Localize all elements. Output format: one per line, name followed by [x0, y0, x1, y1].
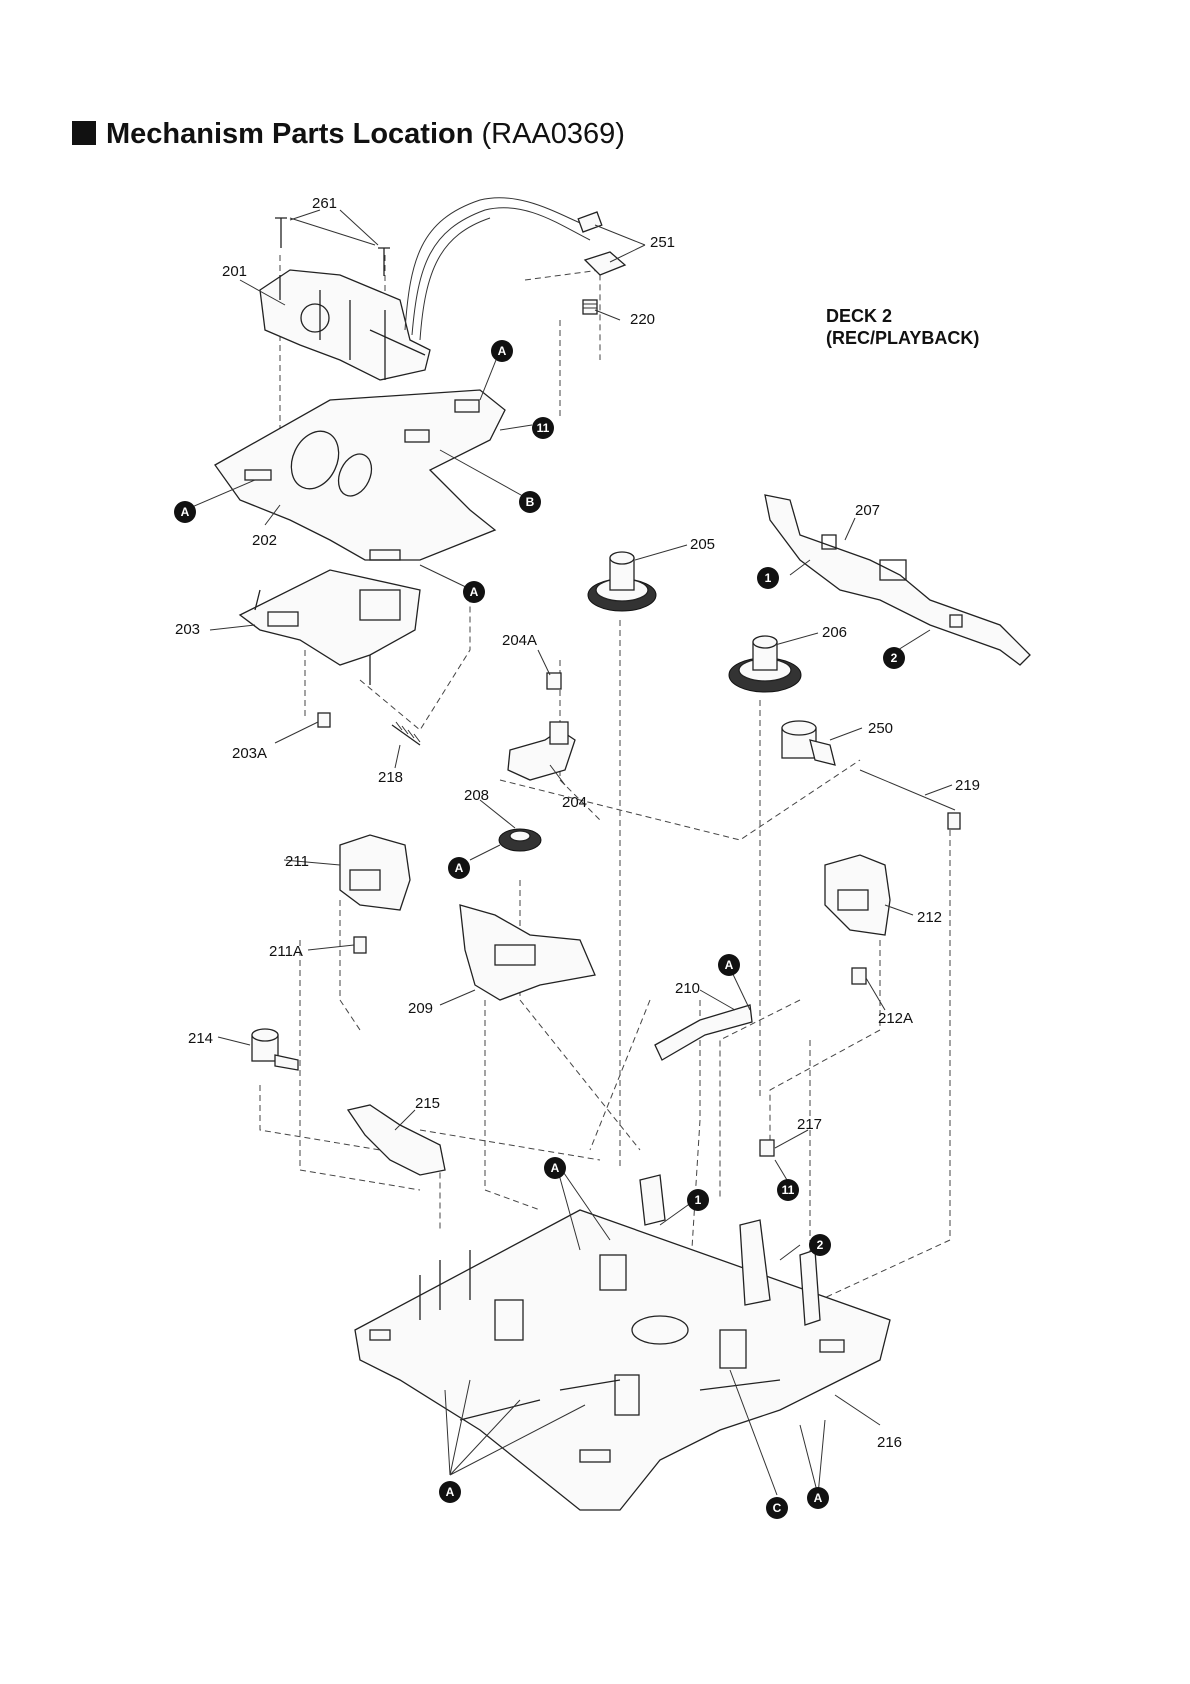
label-201: 201 — [222, 263, 247, 280]
svg-text:A: A — [470, 585, 479, 599]
label-212: 212 — [917, 909, 942, 926]
part-201-head — [260, 270, 430, 380]
svg-text:A: A — [551, 1161, 560, 1175]
label-202: 202 — [252, 532, 277, 549]
marker-1-2: 1 — [687, 1189, 709, 1211]
marker-a-7: A — [439, 1481, 461, 1503]
marker-a-6: A — [544, 1157, 566, 1179]
svg-text:1: 1 — [765, 571, 772, 585]
part-212-head — [825, 855, 890, 935]
svg-text:A: A — [446, 1485, 455, 1499]
svg-text:B: B — [526, 495, 535, 509]
svg-text:C: C — [773, 1501, 782, 1515]
part-219-spring — [860, 770, 960, 829]
marker-a-1: A — [491, 340, 513, 362]
part-208-gear — [499, 829, 541, 851]
label-205: 205 — [690, 536, 715, 553]
label-203A: 203A — [232, 745, 267, 762]
label-204A: 204A — [502, 632, 537, 649]
svg-text:A: A — [725, 958, 734, 972]
marker-a-3: A — [463, 581, 485, 603]
svg-text:2: 2 — [817, 1238, 824, 1252]
svg-text:11: 11 — [537, 421, 550, 435]
label-206: 206 — [822, 624, 847, 641]
part-205-gear — [588, 552, 656, 611]
part-220-spring — [583, 300, 597, 314]
marker-11-1: 11 — [532, 417, 554, 439]
part-210-lever — [655, 1005, 752, 1060]
label-250: 250 — [868, 720, 893, 737]
marker-2-2: 2 — [809, 1234, 831, 1256]
label-204: 204 — [562, 794, 587, 811]
part-212A-spring — [852, 968, 866, 984]
label-211A: 211A — [269, 943, 303, 960]
label-217: 217 — [797, 1116, 822, 1133]
marker-a-4: A — [448, 857, 470, 879]
marker-c: C — [766, 1497, 788, 1519]
part-215-arm — [348, 1105, 445, 1175]
marker-a-2: A — [174, 501, 196, 523]
part-206-gear — [729, 636, 801, 692]
part-203A-spring — [318, 713, 330, 727]
label-218: 218 — [378, 769, 403, 786]
svg-text:A: A — [455, 861, 464, 875]
label-220: 220 — [630, 311, 655, 328]
marker-b: B — [519, 491, 541, 513]
wire-harness — [405, 198, 590, 340]
label-214: 214 — [188, 1030, 213, 1047]
label-216: 216 — [877, 1434, 902, 1451]
label-251: 251 — [650, 234, 675, 251]
marker-a-5: A — [718, 954, 740, 976]
part-211A-spring — [354, 937, 366, 953]
label-203: 203 — [175, 621, 200, 638]
label-261: 261 — [312, 195, 337, 212]
label-219: 219 — [955, 777, 980, 794]
part-211-head — [340, 835, 410, 910]
part-217-spring — [760, 1140, 774, 1156]
part-203-bracket — [240, 570, 420, 685]
svg-text:11: 11 — [782, 1183, 795, 1197]
part-214-roller — [252, 1029, 298, 1070]
label-215: 215 — [415, 1095, 440, 1112]
label-208: 208 — [464, 787, 489, 804]
label-209: 209 — [408, 1000, 433, 1017]
label-207: 207 — [855, 502, 880, 519]
svg-text:1: 1 — [695, 1193, 702, 1207]
svg-text:A: A — [181, 505, 190, 519]
marker-11-2: 11 — [777, 1179, 799, 1201]
part-251-connector — [578, 212, 625, 275]
part-250-roller — [782, 721, 835, 765]
part-204A-spring — [547, 673, 561, 689]
svg-text:2: 2 — [891, 651, 898, 665]
part-261-screws — [275, 218, 390, 276]
svg-text:A: A — [498, 344, 507, 358]
part-207-slider — [765, 495, 1030, 665]
label-211: 211 — [285, 853, 309, 870]
marker-a-8: A — [807, 1487, 829, 1509]
part-218-spring — [392, 722, 420, 745]
marker-2-1: 2 — [883, 647, 905, 669]
label-212A: 212A — [878, 1010, 913, 1027]
svg-text:A: A — [814, 1491, 823, 1505]
label-210: 210 — [675, 980, 700, 997]
part-204-lever — [508, 722, 575, 780]
part-209-bracket — [460, 905, 595, 1000]
marker-1-1: 1 — [757, 567, 779, 589]
